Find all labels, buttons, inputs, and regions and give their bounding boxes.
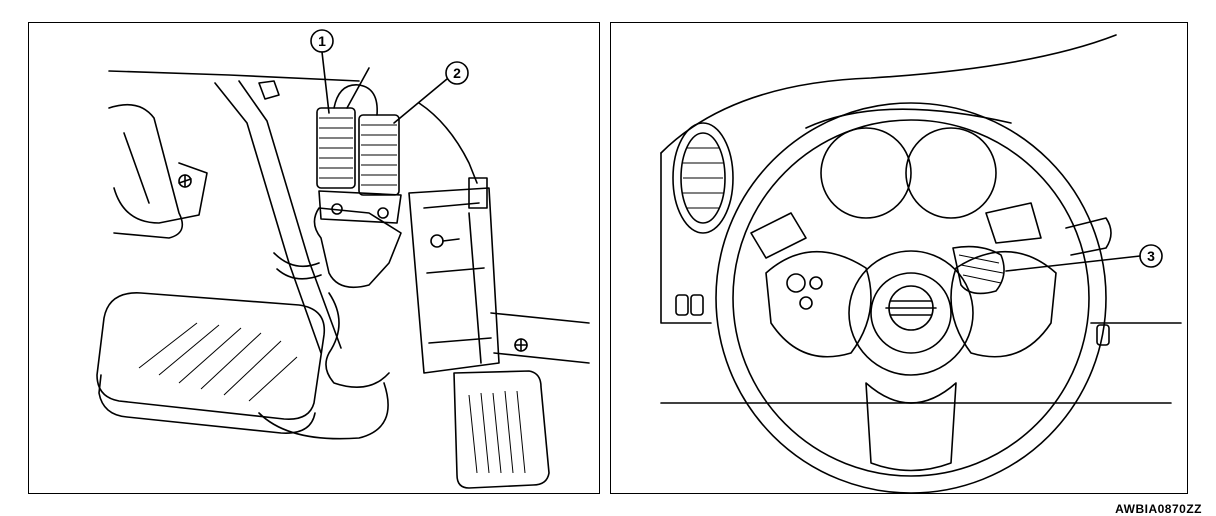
left-dash-switch-2 [690, 294, 704, 316]
horn-pad [870, 272, 952, 354]
pedal-assembly-drawing: 1 2 [96, 29, 590, 489]
switch-nut-2 [377, 207, 389, 219]
brake-pedal-pad-thickness [98, 374, 316, 434]
dash-left-edge [660, 152, 712, 324]
left-mount-plate [113, 162, 208, 224]
accel-pedal-grip-lines [468, 390, 526, 474]
switch-harness-wire [333, 84, 378, 116]
left-spoke [765, 250, 872, 358]
brake-pedal-grip-lines [138, 322, 298, 402]
pedal-bracket-lower [325, 292, 390, 389]
pedal-bracket-base [258, 382, 389, 440]
accel-sensor-connector [468, 177, 488, 209]
callout-1-label: 1 [318, 33, 326, 49]
brake-arm-left-edge [214, 82, 322, 354]
ascd-brake-switch-texture [361, 124, 397, 186]
tachometer-gauge [905, 127, 997, 219]
steering-wheel-inner-rim [732, 119, 1090, 477]
ascd-steering-switch [952, 245, 1005, 295]
accel-housing-ribs [423, 202, 492, 344]
ascd-brake-switch [358, 114, 400, 196]
callout-2-label: 2 [453, 65, 461, 81]
steering-wheel-panel: 3 [610, 22, 1188, 494]
accel-pedal-pad [453, 370, 550, 489]
steering-wheel-outer-rim [715, 102, 1107, 494]
accel-sensor-wire [418, 102, 478, 184]
right-paddle-shifter [985, 202, 1042, 244]
callout-1-leader [321, 51, 330, 114]
accel-bolt-shank [442, 238, 460, 242]
brake-arm-sleeve [273, 252, 320, 268]
speedometer-gauge [820, 127, 912, 219]
cluster-hood [805, 108, 1012, 129]
right-stalk [1065, 217, 1112, 256]
emblem-bar [885, 300, 937, 316]
pedal-assembly-panel: 1 2 [28, 22, 600, 494]
right-dash-switch [1096, 324, 1110, 346]
callout-2-circle [445, 61, 469, 85]
dash-top-edge [660, 34, 1117, 154]
mount-bolt-left-mark [178, 174, 192, 188]
left-bracket [108, 103, 184, 239]
stop-lamp-switch [316, 107, 356, 189]
dash-underside-line [108, 70, 360, 82]
right-floor-panel [490, 312, 590, 364]
right-spoke [950, 250, 1057, 358]
left-air-vent [672, 122, 734, 234]
left-spoke-button-1 [786, 273, 806, 293]
figure-code: AWBIA0870ZZ [1115, 502, 1202, 516]
steering-wheel-drawing: 3 [660, 34, 1182, 494]
pedal-bracket-center [313, 207, 402, 289]
callout-3-label: 3 [1147, 248, 1155, 264]
floor-bolt-mark [514, 338, 528, 352]
accel-bolt [430, 234, 444, 248]
switch-harness-lead [346, 67, 370, 109]
brake-arm-right-edge [238, 80, 342, 349]
bottom-spoke [865, 382, 957, 472]
callout-2-leader [393, 78, 448, 124]
brake-pedal-pad [96, 292, 326, 420]
left-air-vent-louvers [683, 147, 723, 209]
steering-hub [848, 250, 974, 376]
switch-nut-1 [331, 203, 343, 215]
left-paddle-shifter [750, 212, 807, 259]
top-bolt [258, 80, 280, 100]
left-dash-switch-1 [675, 294, 689, 316]
left-bracket-edge [123, 132, 150, 204]
stop-lamp-switch-texture [319, 117, 353, 179]
accel-pedal-housing [408, 187, 500, 374]
left-spoke-button-3 [799, 296, 813, 310]
left-spoke-button-2 [809, 276, 823, 290]
left-air-vent-inner [680, 132, 726, 224]
switch-mount-plate [318, 190, 402, 224]
ascd-steering-switch-texture [958, 254, 1004, 284]
callout-3-leader [1005, 255, 1141, 272]
brake-arm-sleeve-2 [276, 268, 322, 280]
accel-arm [468, 212, 482, 364]
